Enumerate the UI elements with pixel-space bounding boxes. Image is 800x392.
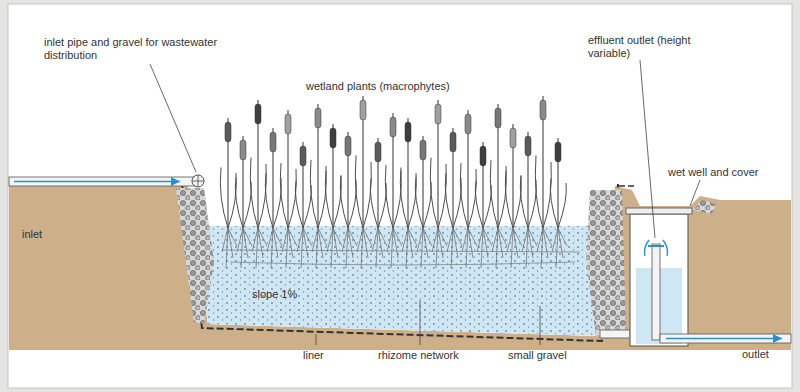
liner-label: liner <box>303 349 324 362</box>
cattail-head <box>540 100 546 120</box>
cattail-head <box>375 142 381 162</box>
drain-pipe <box>600 330 630 338</box>
rhizome <box>507 228 522 268</box>
rhizome <box>327 228 342 268</box>
outlet-label: outlet <box>742 348 769 361</box>
cattail-head <box>270 132 276 152</box>
cattail-head <box>390 117 396 137</box>
plants-label: wetland plants (macrophytes) <box>306 80 450 93</box>
ground <box>9 182 791 350</box>
rhizome <box>387 228 402 268</box>
cattail-head <box>420 140 426 160</box>
cattail-head <box>405 122 411 142</box>
small-gravel <box>194 226 610 336</box>
cattail-head <box>315 108 321 128</box>
rhizome <box>342 228 357 268</box>
rhizome <box>297 228 312 268</box>
overflow <box>648 245 664 247</box>
leader-lines <box>150 60 700 345</box>
rhizome <box>312 228 327 268</box>
cattail-head <box>255 104 261 124</box>
inlet-pipe-label: inlet pipe and gravel for wastewater dis… <box>44 36 219 62</box>
well-cover <box>626 208 692 214</box>
inlet-flow-arrow <box>14 181 180 183</box>
cattail-head <box>330 128 336 148</box>
rhizome <box>282 228 297 268</box>
rhizome <box>447 228 462 268</box>
rhizome <box>522 228 537 268</box>
rhizome <box>357 228 372 268</box>
rhizome <box>462 228 477 268</box>
cattail-head <box>240 140 246 160</box>
macrophytes <box>220 96 580 268</box>
cattail-head <box>495 108 501 128</box>
outlet-gravel <box>586 190 626 336</box>
cattail-head <box>225 122 231 142</box>
pipe-mark <box>198 176 199 186</box>
cattail-head <box>345 136 351 156</box>
slope-label: slope 1% <box>252 288 297 301</box>
rhizome-network <box>222 250 580 265</box>
cattail-head <box>555 142 561 162</box>
water <box>194 226 610 336</box>
cattail-head <box>360 100 366 120</box>
rhizome <box>492 228 507 268</box>
wet-well-label: wet well and cover <box>668 166 759 179</box>
rhizome-label: rhizome network <box>378 349 459 362</box>
cattail-head <box>450 132 456 152</box>
outlet-pipe <box>660 334 791 343</box>
panel <box>8 4 792 388</box>
outlet-flow-arrow <box>666 338 782 340</box>
cattail-head <box>465 114 471 134</box>
rhizome <box>267 228 282 268</box>
overflow-water <box>645 240 668 256</box>
cattail-head <box>300 146 306 166</box>
cattail-head <box>435 104 441 124</box>
rhizome <box>537 228 552 268</box>
rhizome <box>252 228 267 268</box>
small-gravel-label: small gravel <box>508 349 567 362</box>
rhizome <box>372 228 387 268</box>
rhizome <box>477 228 492 268</box>
cover-gravel <box>692 200 716 214</box>
effluent-outlet-label: effluent outlet (height variable) <box>588 34 693 60</box>
rhizome <box>417 228 432 268</box>
inlet-label: inlet <box>22 228 42 241</box>
cattail-head <box>525 136 531 156</box>
inlet-pipe <box>9 177 195 186</box>
wet-well <box>630 214 688 346</box>
cattail-head <box>480 146 486 166</box>
distribution-pipe <box>192 175 204 187</box>
riser-pipe <box>652 244 660 340</box>
rhizome <box>402 228 417 268</box>
inlet-gravel <box>176 188 214 324</box>
basin <box>188 184 614 336</box>
cattail-head <box>285 114 291 134</box>
rhizome <box>432 228 447 268</box>
cattail-head <box>510 128 516 148</box>
